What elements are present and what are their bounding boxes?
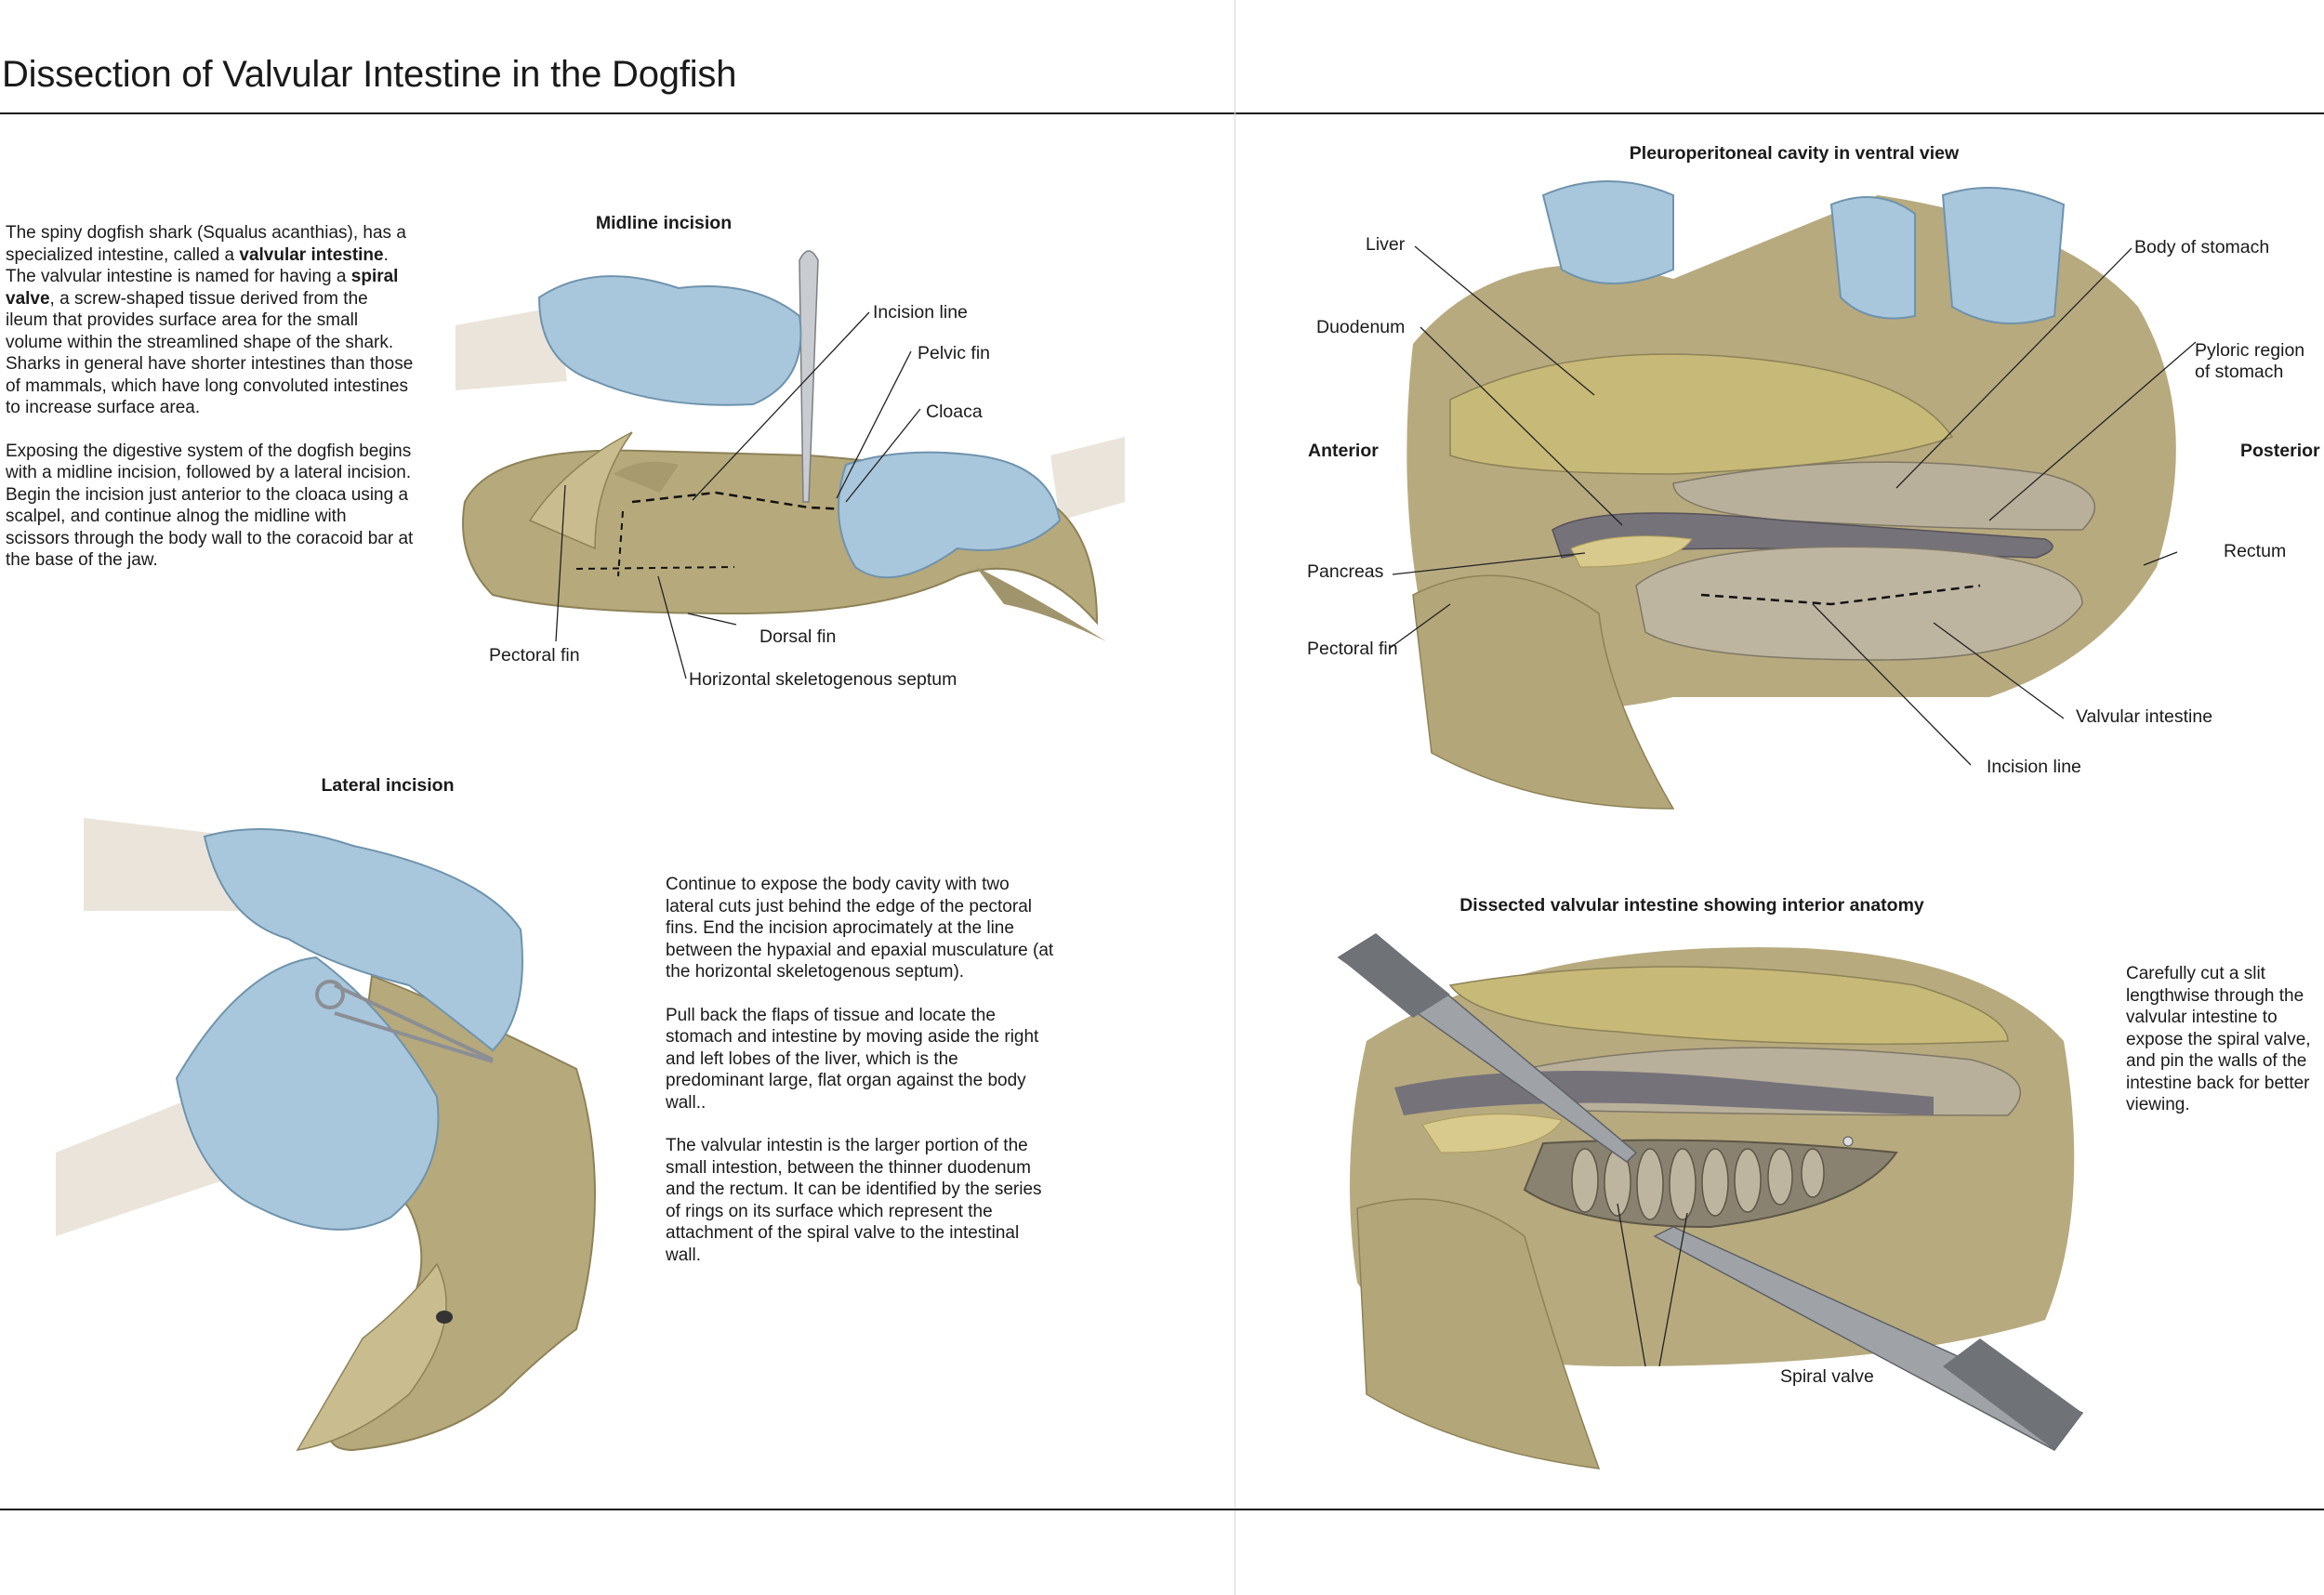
term-spiral-valve: spiral valve [6,267,399,309]
lateral-paragraph-3: The valvular intestin is the larger port… [666,1136,1042,1265]
label-pectoral-fin-midline: Pectoral fin [489,645,580,666]
glove-left [537,275,802,406]
valvular-intestine-shape [1635,546,2083,661]
label-spiral-valve: Spiral valve [1780,1366,1874,1387]
page-title: Dissection of Valvular Intestine in the … [2,54,737,95]
label-pancreas: Pancreas [1307,561,1384,582]
probe-left-handle [1339,934,1450,1018]
liver-shape [1449,353,1954,475]
arm-left [456,307,567,390]
intro-paragraph-2: Exposing the digestive system of the dog… [6,441,414,571]
label-incision-line-midline: Incision line [873,302,968,323]
lateral-text: Continue to expose the body cavity with … [666,874,1056,1287]
footer-rule [0,1509,2324,1510]
pectoral-fin-ventral [1412,574,1675,810]
dissect-pectoral-fin [1356,1198,1601,1470]
pancreas-shape [1570,535,1693,568]
pin-head [1842,1136,1854,1147]
shark-eye [436,1311,453,1324]
label-pyloric-1: Pyloric region [2195,340,2305,361]
label-rectum: Rectum [2224,541,2287,561]
incision-dashed-line [631,491,893,513]
tail-shape [976,567,1106,641]
dissected-illustration [1337,933,2084,1470]
label-anterior: Anterior [1308,441,1379,461]
ventral-illustration [1388,180,2197,810]
scissors-ring [315,980,345,1009]
shark-head [296,1262,447,1452]
label-posterior: Posterior [2240,441,2320,461]
label-septum: Horizontal skeletogenous septum [689,669,957,690]
lateral-paragraph-2: Pull back the flaps of tissue and locate… [666,1005,1039,1113]
midline-heading: Midline incision [595,213,733,233]
label-duodenum: Duodenum [1316,317,1406,337]
label-body-of-stomach: Body of stomach [2134,237,2270,257]
dissect-pancreas [1421,1114,1563,1153]
label-dorsal-fin: Dorsal fin [759,626,837,647]
dissected-note: Carefully cut a slit lengthwise through … [2126,964,2311,1114]
pelvic-fin-shape [614,461,679,493]
label-valvular-intestine: Valvular intestine [2076,706,2213,727]
label-liver: Liver [1366,234,1406,255]
lateral-paragraph-1: Continue to expose the body cavity with … [666,875,1054,982]
label-pectoral-fin-ventral: Pectoral fin [1307,639,1398,659]
glove-right [838,451,1062,579]
lateral-illustration [56,818,596,1452]
intro-p1-a: The spiny dogfish shark (Squalus acanthi… [6,223,406,265]
arm-bottom [56,1097,223,1236]
label-pelvic-fin: Pelvic fin [918,343,991,363]
label-incision-line-ventral: Incision line [1987,757,2081,777]
lateral-heading: Lateral incision [321,775,455,796]
intro-paragraph-1: The spiny dogfish shark (Squalus acanthi… [6,222,415,419]
header-rule [0,112,2324,114]
spiral-valve-rings [1571,1148,1825,1220]
scissors [334,983,494,1063]
dissect-liver [1448,966,2009,1046]
intro-text: The spiny dogfish shark (Squalus acanthi… [6,222,415,593]
septum-dashed-line [575,510,735,577]
label-pyloric-2: of stomach [2195,362,2284,382]
intro-p1-e: , a screw-shaped tissue derived from the… [6,288,414,418]
term-valvular-intestine: valvular intestine [239,244,384,265]
glove-top [203,828,523,1052]
ventral-heading: Pleuroperitoneal cavity in ventral view [1629,143,1960,164]
probe-right-handle [1943,1338,2082,1450]
arm-right [1050,437,1125,521]
dissected-heading: Dissected valvular intestine showing int… [1459,895,1924,916]
pectoral-fin-shape [528,431,633,550]
glove-finger-3 [1941,187,2066,324]
glove-finger-2 [1829,196,1916,320]
ventral-incision-dashed [1700,584,1981,606]
label-cloaca: Cloaca [926,402,983,422]
midline-illustration [456,250,1125,679]
intro-p1-c: . The valvular intestine is named for ha… [6,244,389,287]
glove-finger-1 [1541,180,1674,284]
